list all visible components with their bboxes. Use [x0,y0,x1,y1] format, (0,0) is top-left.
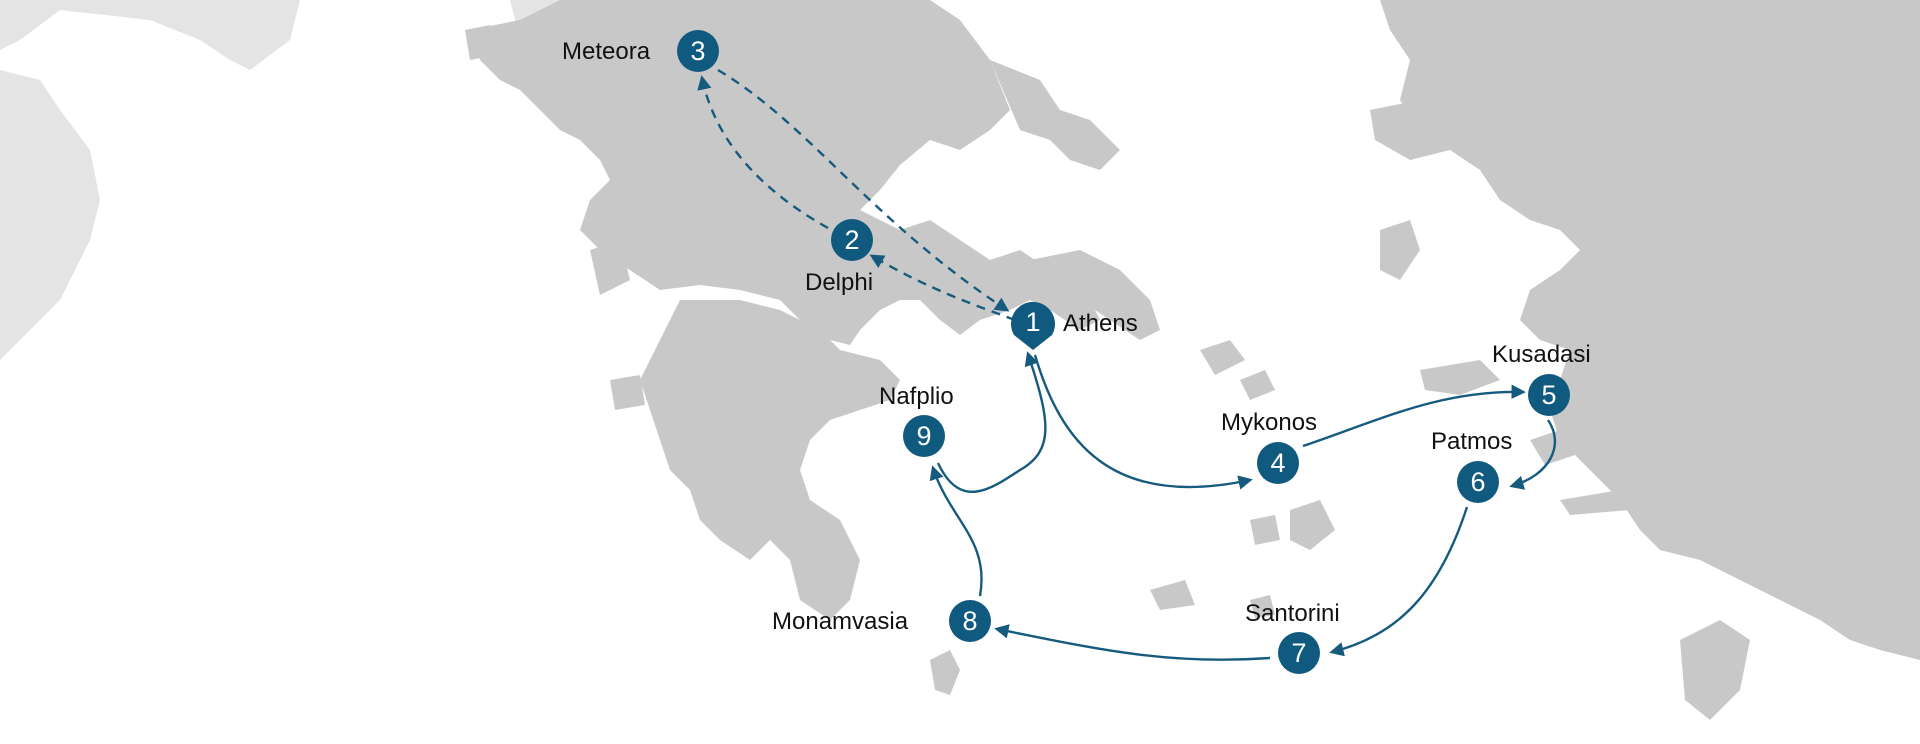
kythira [930,650,960,695]
stop-meteora[interactable]: 3 Meteora [562,30,719,72]
route-patmos-santorini [1329,506,1469,657]
andros [1200,340,1245,375]
stop-marker [903,415,945,457]
route-nafplio-athens [936,351,1047,493]
stop-marker [1528,374,1570,416]
corfu [465,25,495,60]
route-santorini-monamvasia [994,624,1271,661]
stop-athens[interactable]: 1 Athens [1011,301,1138,350]
route-mykonos-kusadasi [1302,384,1526,448]
euboea [1030,250,1160,340]
ios [1250,595,1275,618]
stop-patmos[interactable]: 6 Patmos [1431,428,1512,503]
stop-label: Santorini [1245,600,1340,627]
stop-label: Mykonos [1221,409,1317,436]
zakynthos [610,375,645,410]
map-pin-icon [1011,301,1055,350]
stop-marker [949,600,991,642]
chios [1380,220,1420,280]
stop-number: 2 [844,225,859,255]
kefalonia [590,240,630,295]
naxos [1290,500,1335,550]
stop-monamvasia[interactable]: 8 Monamvasia [772,600,991,642]
kos [1560,490,1630,515]
stop-number: 6 [1470,467,1485,497]
greek-mainland [470,0,1100,345]
stop-number: 4 [1270,448,1285,478]
stop-mykonos[interactable]: 4 Mykonos [1221,409,1317,484]
rhodes [1680,620,1750,720]
western-landmass [0,0,300,70]
stop-label: Nafplio [879,383,954,410]
stop-label: Monamvasia [772,608,909,635]
stop-kusadasi[interactable]: 5 Kusadasi [1492,341,1591,416]
tinos [1240,370,1275,400]
stop-label: Delphi [805,269,873,296]
route-athens-mykonos [1033,354,1253,490]
stop-marker [677,30,719,72]
western-landmass-south [0,70,100,360]
milos [1150,580,1195,610]
route-monamvasia-nafplio [929,465,983,597]
kalymnos [1530,430,1575,465]
anatolia [1380,0,1920,660]
stop-label: Kusadasi [1492,341,1591,368]
northern-peninsulas [990,60,1120,170]
stop-number: 8 [962,606,977,636]
stop-marker [1257,442,1299,484]
peloponnese [640,300,900,620]
stop-delphi[interactable]: 2 Delphi [805,219,873,296]
route-kusadasi-patmos [1509,419,1557,490]
route-meteora-athens [717,68,1010,312]
stop-number: 1 [1025,307,1040,337]
stop-number: 5 [1541,380,1556,410]
route-delphi-meteora [697,75,829,230]
stop-label: Athens [1063,310,1138,337]
samos [1420,360,1500,395]
stop-marker [1457,461,1499,503]
stop-label: Meteora [562,38,651,65]
stop-santorini[interactable]: 7 Santorini [1245,600,1340,674]
stop-number: 7 [1291,638,1306,668]
stop-nafplio[interactable]: 9 Nafplio [879,383,954,457]
stop-label: Patmos [1431,428,1512,455]
stop-marker [1278,632,1320,674]
stop-marker [831,219,873,261]
lesbos [1370,100,1460,160]
stop-number: 3 [690,36,705,66]
stop-number: 9 [916,421,931,451]
route-athens-delphi [869,254,1016,322]
paros [1250,515,1280,545]
